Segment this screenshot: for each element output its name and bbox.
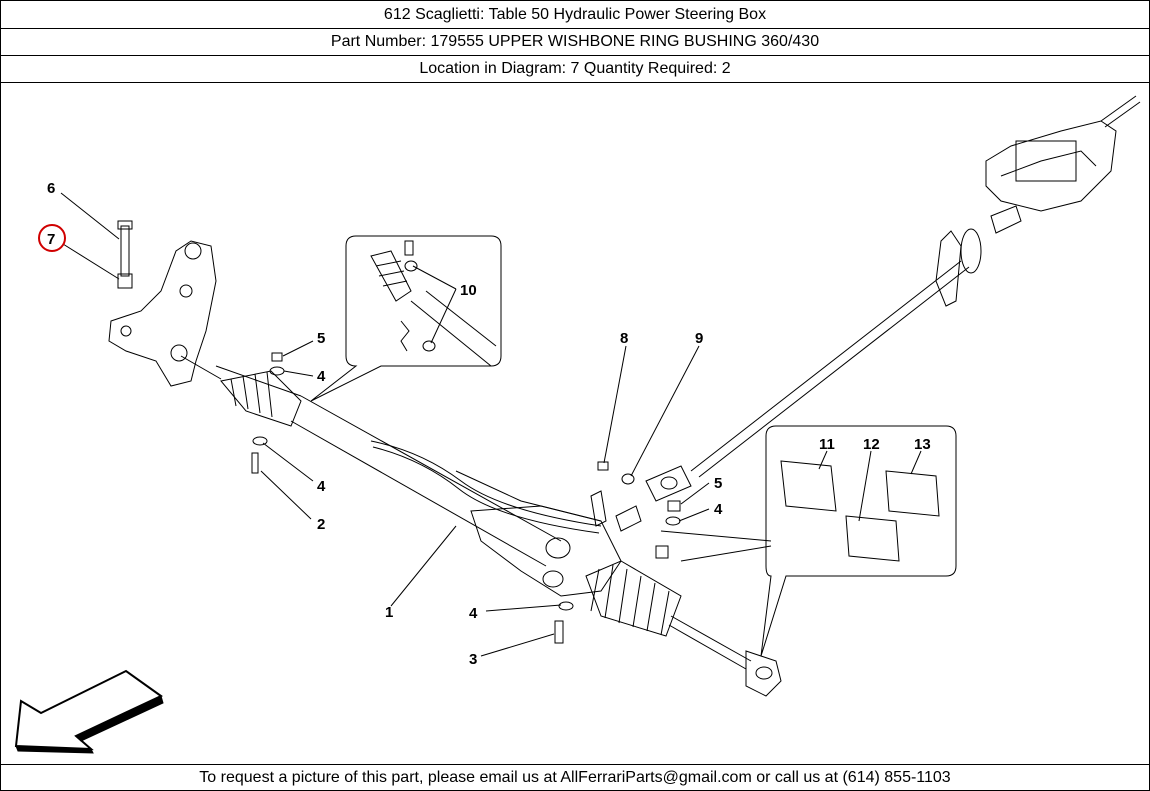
callout-12: 12 (863, 436, 880, 453)
callout-4-right: 4 (714, 501, 723, 518)
callout-11: 11 (819, 436, 835, 453)
page-title: 612 Scaglietti: Table 50 Hydraulic Power… (1, 1, 1149, 29)
callout-10: 10 (460, 282, 477, 299)
highlight-circle (38, 224, 66, 252)
callout-5-left: 5 (317, 330, 325, 347)
callout-4-upper-left: 4 (317, 368, 326, 385)
part-number-line: Part Number: 179555 UPPER WISHBONE RING … (1, 29, 1149, 56)
callout-9: 9 (695, 330, 703, 347)
exploded-parts-diagram: 6 7 1 2 3 4 4 4 4 5 5 8 9 10 11 12 13 (14, 95, 1141, 754)
callout-5-right: 5 (714, 475, 722, 492)
callout-4-lower-left: 4 (317, 478, 326, 495)
location-line: Location in Diagram: 7 Quantity Required… (1, 56, 1149, 83)
callout-6: 6 (47, 180, 55, 197)
callout-4-bottom: 4 (469, 605, 478, 622)
callout-2: 2 (317, 516, 325, 533)
callout-7: 7 (47, 231, 55, 248)
callout-8: 8 (620, 330, 628, 347)
callout-1: 1 (385, 604, 393, 621)
contact-footer: To request a picture of this part, pleas… (1, 764, 1149, 791)
callout-13: 13 (914, 436, 931, 453)
callout-3: 3 (469, 651, 477, 668)
